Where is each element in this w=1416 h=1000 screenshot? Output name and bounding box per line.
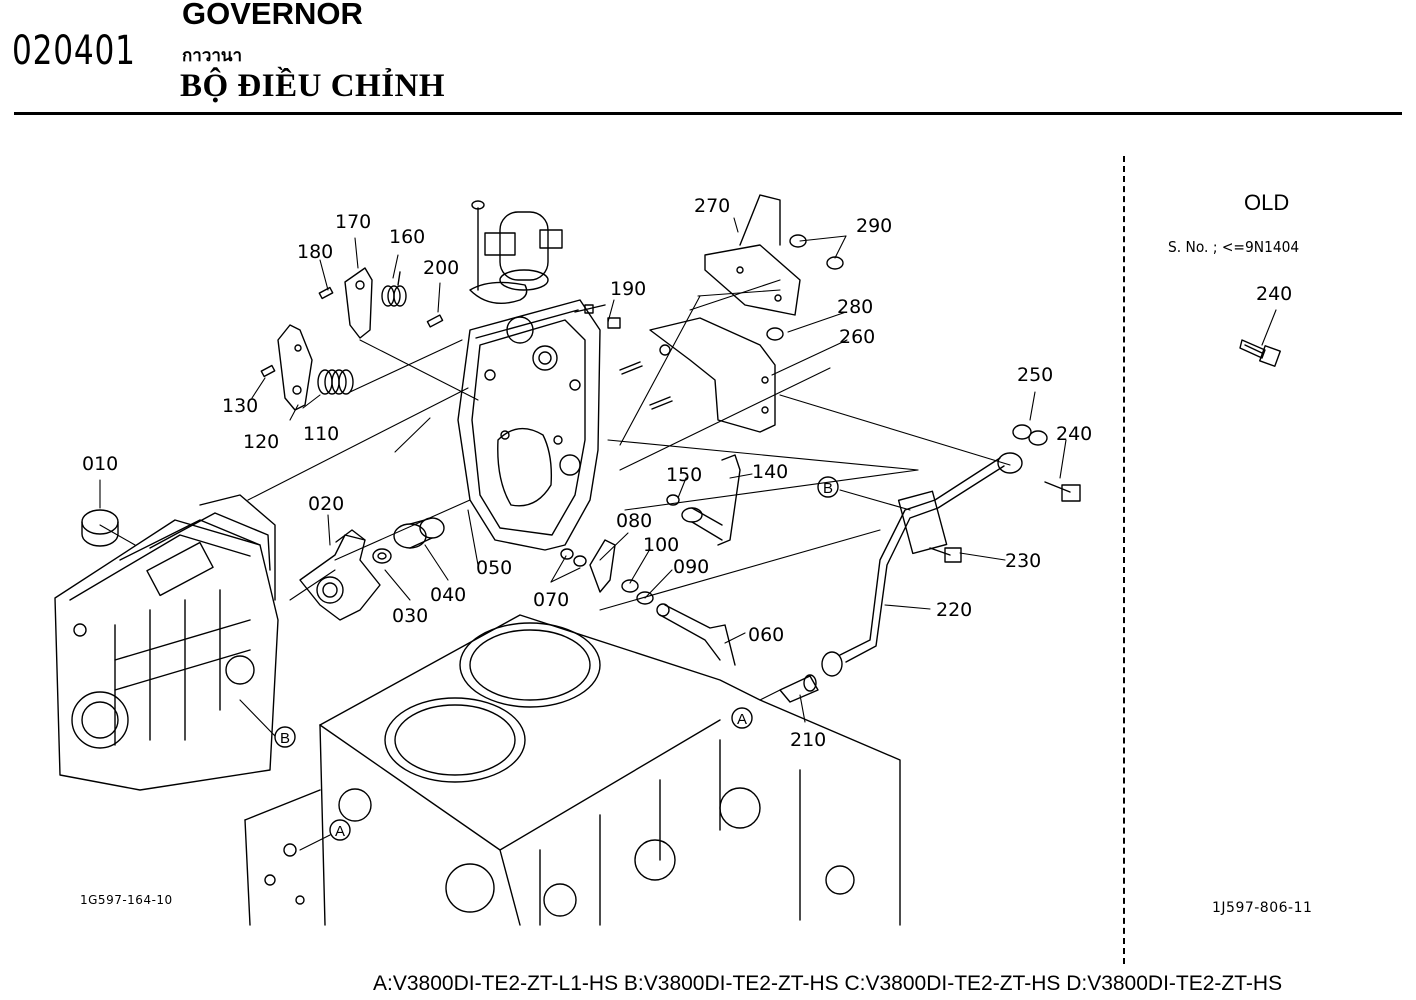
part-label: 220	[936, 599, 972, 621]
side-panel-divider	[1123, 156, 1125, 964]
page-title-thai: กาวานา	[182, 46, 243, 66]
header-divider	[14, 112, 1402, 115]
part-label: 060	[748, 624, 784, 646]
plate-080	[589, 539, 616, 593]
old-drawing-reference: 1J597-806-11	[1212, 900, 1313, 916]
part-label: 140	[752, 461, 788, 483]
page-title-vietnamese: BỘ ĐIỀU CHỈNH	[180, 68, 446, 104]
plate-170	[344, 267, 373, 339]
part-label: 230	[1005, 550, 1041, 572]
part-label: 090	[673, 556, 709, 578]
part-label: 210	[790, 729, 826, 751]
page-code: 020401	[12, 28, 136, 74]
rod-assembly-220	[821, 452, 1023, 677]
part-label: 240	[1056, 423, 1092, 445]
old-version-label: OLD	[1244, 190, 1290, 215]
part-label: 040	[430, 584, 466, 606]
bracket-260	[649, 317, 776, 433]
solenoid-actuator	[469, 200, 563, 304]
bracket-270	[704, 194, 801, 316]
part-label: 120	[243, 431, 279, 453]
part-label: 270	[694, 195, 730, 217]
part-label: 170	[335, 211, 371, 233]
gear-case	[54, 494, 279, 791]
part-label: 100	[643, 534, 679, 556]
old-part-label: 240	[1256, 283, 1292, 305]
ref-circle-b: B	[823, 480, 833, 497]
part-label: 160	[389, 226, 425, 248]
ref-circle-a: A	[335, 823, 345, 840]
part-label: 280	[837, 296, 873, 318]
part-label: 200	[423, 257, 459, 279]
shaft-060	[656, 603, 736, 666]
part-label: 110	[303, 423, 339, 445]
ref-circle-a: A	[737, 711, 747, 728]
part-label: 130	[222, 395, 258, 417]
part-label: 190	[610, 278, 646, 300]
spring-160	[381, 271, 407, 307]
governor-weight	[299, 529, 381, 621]
part-label: 030	[392, 605, 428, 627]
lever-140	[681, 454, 741, 546]
bolt-190	[574, 304, 621, 329]
serial-number-note: S. No. ; <=9N1404	[1168, 238, 1300, 256]
page-title: GOVERNOR	[182, 0, 363, 31]
part-label: 250	[1017, 364, 1053, 386]
engine-block	[244, 614, 901, 926]
leader-lines	[99, 217, 1277, 851]
ref-circle-b: B	[280, 730, 290, 747]
spring-110	[317, 369, 354, 395]
part-label: 080	[616, 510, 652, 532]
part-label: 010	[82, 453, 118, 475]
drawing-reference: 1G597-164-10	[80, 893, 173, 907]
part-label: 150	[666, 464, 702, 486]
governor-housing	[457, 299, 601, 551]
part-label: 180	[297, 241, 333, 263]
part-label: 020	[308, 493, 344, 515]
model-applicability: A:V3800DI-TE2-ZT-L1-HS B:V3800DI-TE2-ZT-…	[373, 972, 1283, 995]
plate-120	[277, 324, 313, 411]
part-label: 260	[839, 326, 875, 348]
part-label: 290	[856, 215, 892, 237]
part-label: 070	[533, 589, 569, 611]
part-label: 050	[476, 557, 512, 579]
